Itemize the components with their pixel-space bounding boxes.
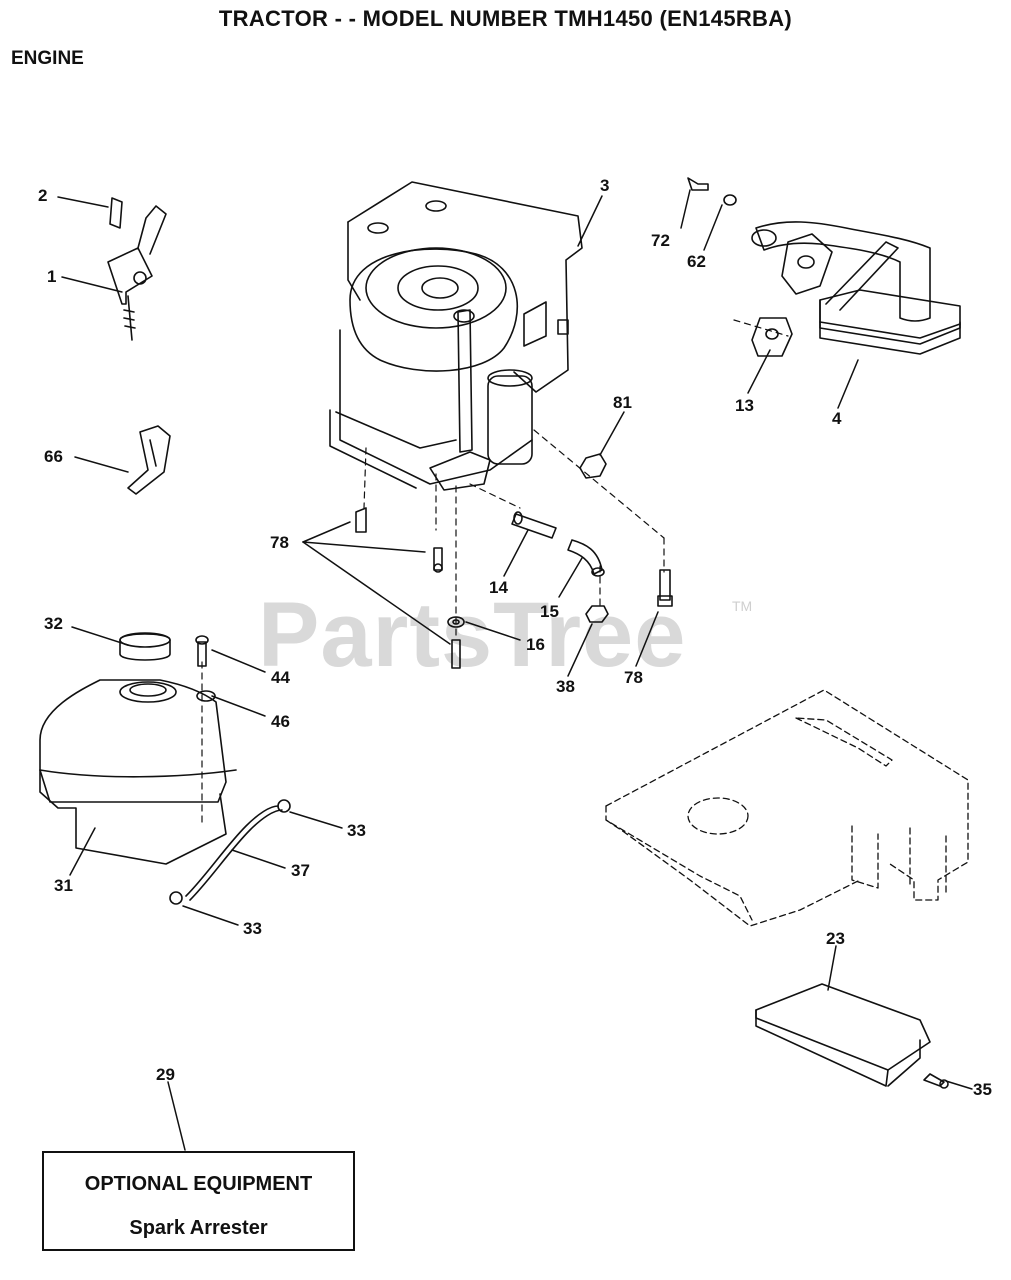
callout-66: 66 <box>44 447 63 466</box>
watermark-trademark: TM <box>732 598 753 614</box>
callout-37: 37 <box>291 861 310 880</box>
muffler-assembly <box>687 177 961 357</box>
callout-15: 15 <box>540 602 559 621</box>
engine-assembly <box>329 181 583 491</box>
callout-33-lower: 33 <box>243 919 262 938</box>
fuel-tank-assembly <box>39 632 291 905</box>
callout-14: 14 <box>489 578 508 597</box>
throttle-control-part <box>107 197 167 341</box>
oil-drain-parts <box>447 453 609 628</box>
callout-81: 81 <box>613 393 632 412</box>
callout-78-right: 78 <box>624 668 643 687</box>
page-title: TRACTOR - - MODEL NUMBER TMH1450 (EN145R… <box>218 6 793 31</box>
callout-23: 23 <box>826 929 845 948</box>
callout-33-upper: 33 <box>347 821 366 840</box>
heat-shield-part <box>755 983 949 1089</box>
callout-1: 1 <box>47 267 57 286</box>
bolt-78-set <box>355 507 673 669</box>
callout-29: 29 <box>156 1065 175 1084</box>
callout-4: 4 <box>832 409 842 428</box>
engine-mount-frame <box>605 689 969 927</box>
callout-16: 16 <box>526 635 545 654</box>
optional-equipment-item: Spark Arrester <box>129 1217 268 1239</box>
callout-32: 32 <box>44 614 63 633</box>
callout-31: 31 <box>54 876 73 895</box>
callout-38: 38 <box>556 677 575 696</box>
callout-2: 2 <box>38 186 48 205</box>
callout-13: 13 <box>735 396 754 415</box>
dashed-guides <box>201 319 789 827</box>
optional-equipment-box: OPTIONAL EQUIPMENT Spark Arrester <box>42 1151 355 1251</box>
callout-62: 62 <box>687 252 706 271</box>
callout-35: 35 <box>973 1080 992 1099</box>
optional-equipment-title: OPTIONAL EQUIPMENT <box>84 1173 313 1195</box>
watermark-text: PartsTree <box>258 584 687 686</box>
part-66-clip <box>127 425 171 495</box>
callout-3: 3 <box>600 176 610 195</box>
callout-46: 46 <box>271 712 290 731</box>
callout-72: 72 <box>651 231 670 250</box>
callout-78-left: 78 <box>270 533 289 552</box>
callout-44: 44 <box>271 668 290 687</box>
leader-lines <box>57 189 973 1151</box>
section-label: ENGINE <box>11 48 84 69</box>
